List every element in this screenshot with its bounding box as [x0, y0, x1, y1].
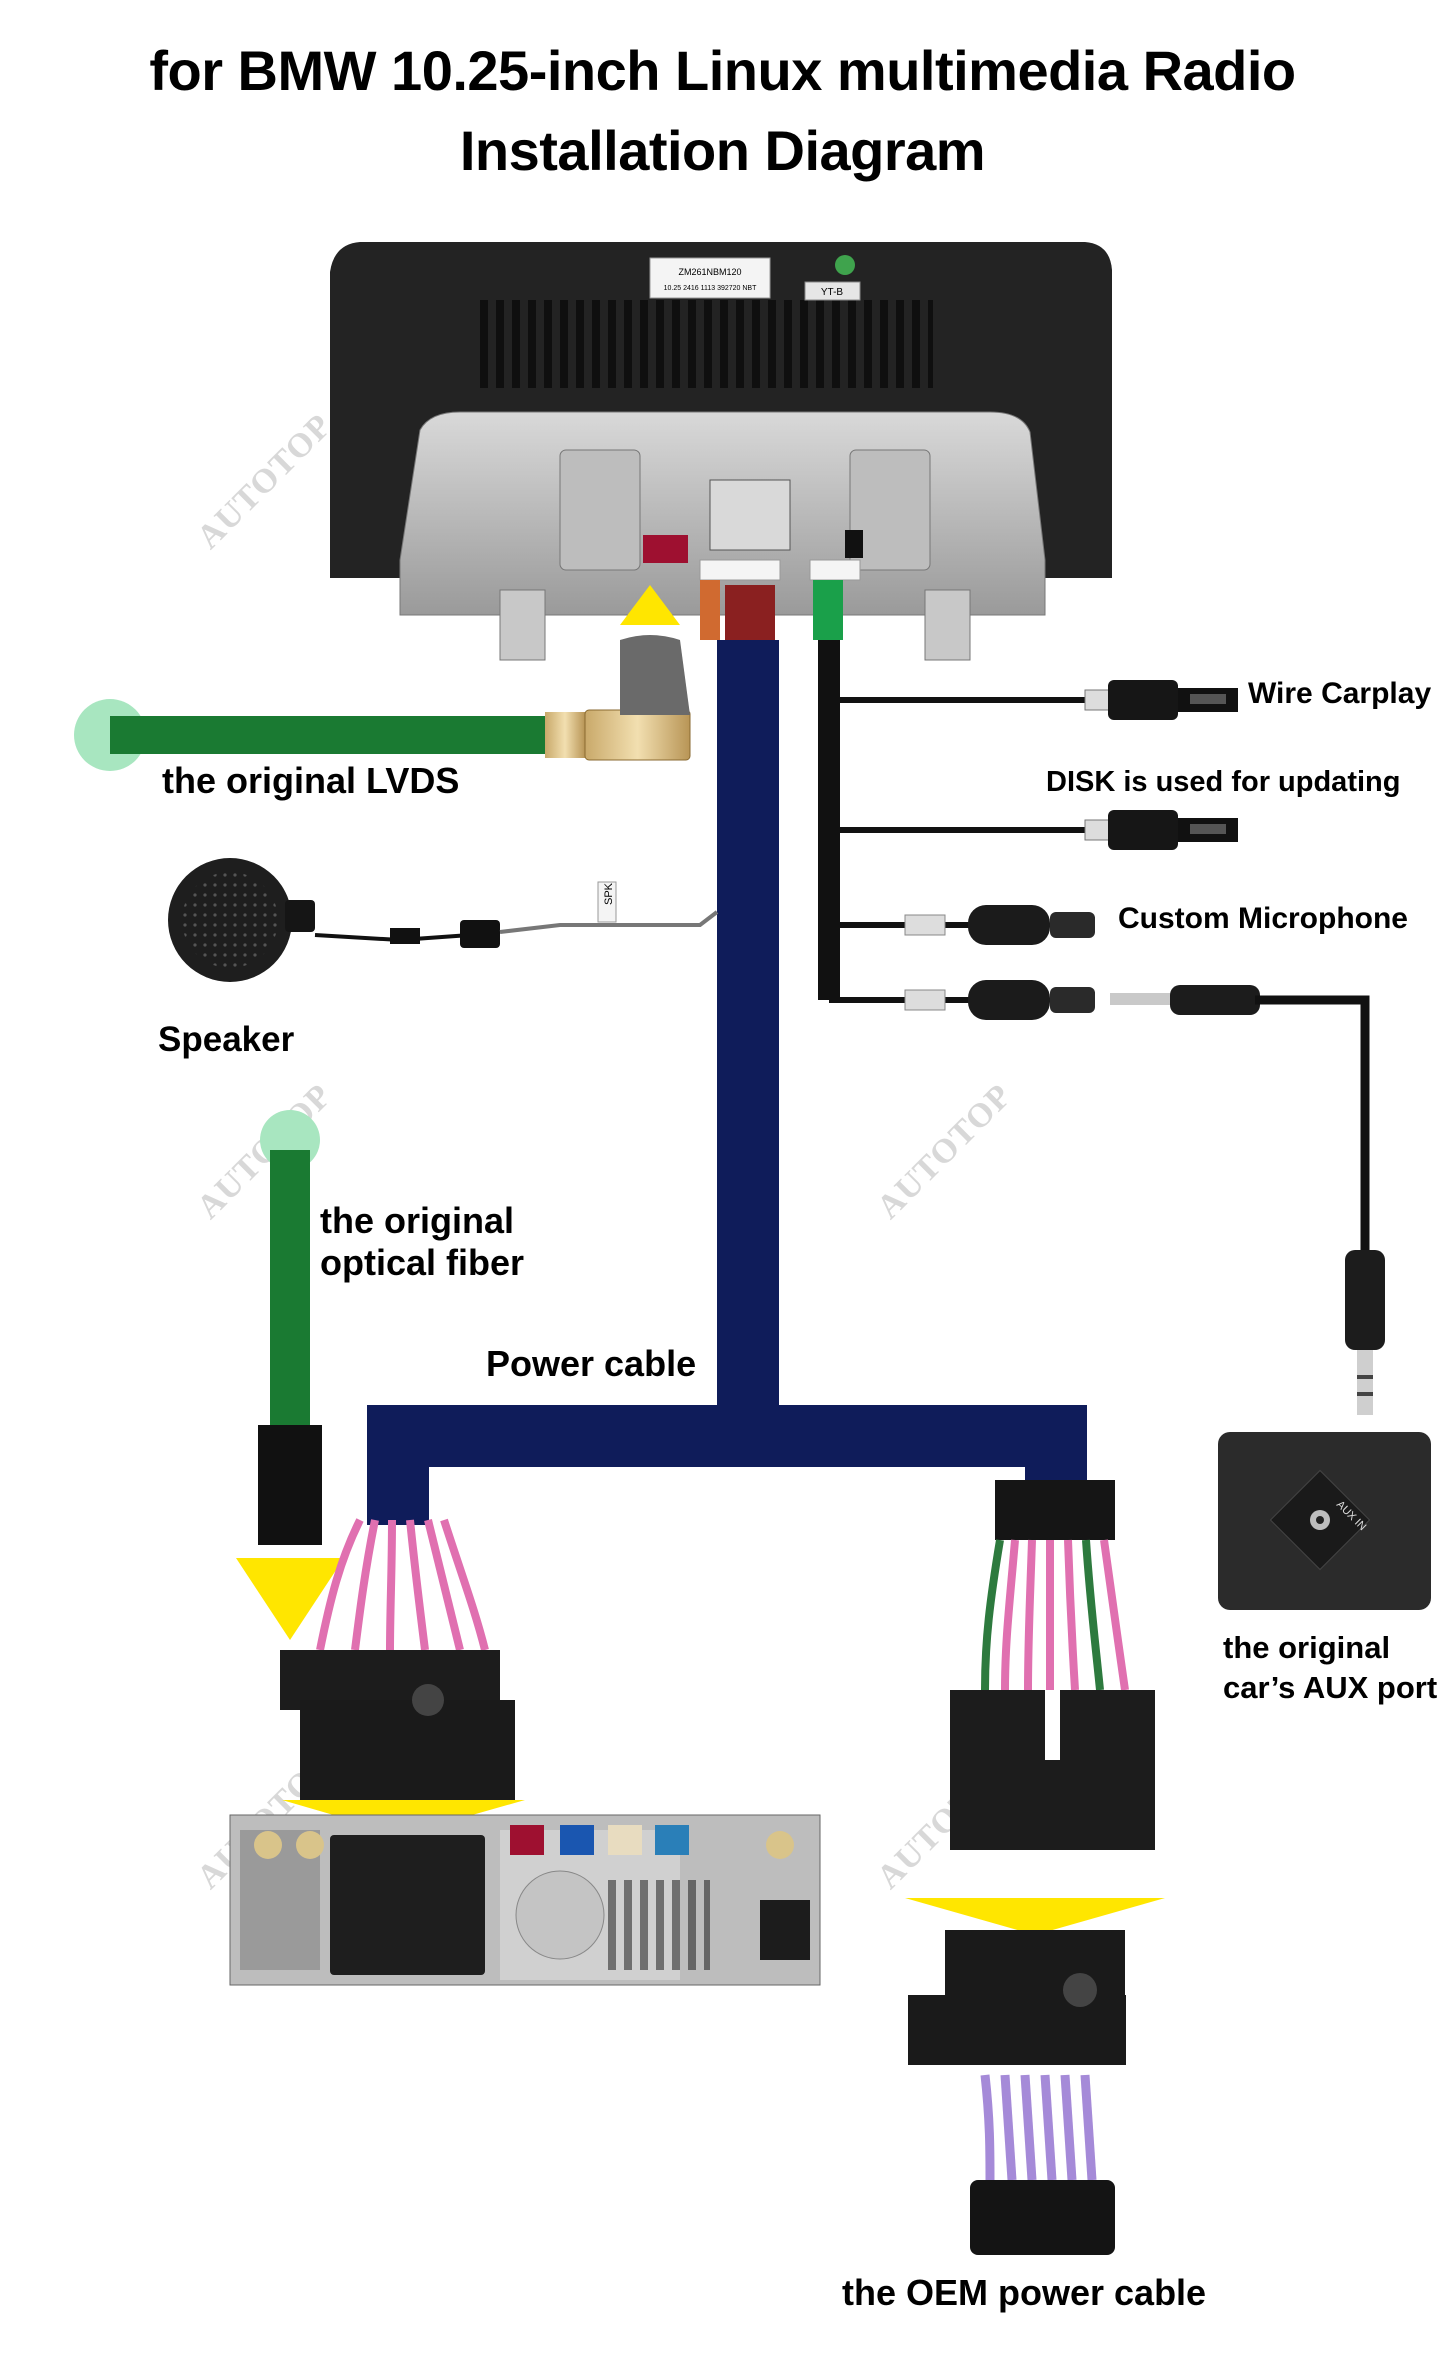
- sticker-serial: 10.25 2416 1113 392720 NBT: [664, 285, 757, 292]
- label-optical-fiber-line2: optical fiber: [320, 1242, 525, 1283]
- diagram-title-line2: Installation Diagram: [459, 119, 986, 182]
- arrow-down-icon: [236, 1558, 344, 1640]
- unit-badge: YT-B: [821, 287, 844, 298]
- head-unit: ZM261NBM120 10.25 2416 1113 392720 NBT Y…: [330, 242, 1112, 661]
- aux-port-photo: AUX IN: [1218, 1432, 1431, 1610]
- diagram-title-line1: for BMW 10.25-inch Linux multimedia Radi…: [149, 39, 1296, 102]
- lvds-cable: [74, 635, 691, 771]
- aux-plug-tip: [1110, 993, 1170, 1005]
- right-power-connector: [905, 1480, 1165, 2255]
- optical-fiber-cable: [236, 1110, 344, 1640]
- oem-cable-sleeve: [970, 2180, 1115, 2255]
- accessory-harness: [813, 580, 1090, 1003]
- product-sticker: [649, 257, 771, 299]
- label-optical-fiber-line1: the original: [320, 1200, 515, 1241]
- left-power-connector: [280, 1518, 515, 1800]
- label-aux-port-line1: the original: [1223, 1630, 1391, 1665]
- usb-carplay-connector: [1084, 680, 1238, 720]
- label-oem-power-cable: the OEM power cable: [842, 2272, 1207, 2313]
- label-aux-port-line2: car’s AUX port: [1223, 1670, 1438, 1705]
- speaker: SPK: [168, 858, 719, 982]
- arrow-up-icon: [620, 585, 680, 625]
- arrow-down-right-icon: [905, 1898, 1165, 1935]
- usb-disk-connector: [1084, 810, 1238, 850]
- label-disk-updating: DISK is used for updating: [1046, 766, 1401, 798]
- label-power-cable: Power cable: [486, 1343, 697, 1384]
- sticker-model: ZM261NBM120: [678, 267, 741, 277]
- aux-cable: [904, 980, 1385, 1415]
- original-radio-panel: [229, 1800, 821, 1986]
- microphone-jack: [904, 905, 1095, 945]
- label-wire-carplay: Wire Carplay: [1248, 677, 1432, 710]
- label-speaker: Speaker: [158, 1020, 295, 1059]
- label-original-lvds: the original LVDS: [162, 760, 460, 801]
- optical-fiber-connector: [258, 1425, 322, 1545]
- aux-plug-bottom: [1357, 1350, 1373, 1415]
- label-custom-microphone: Custom Microphone: [1118, 902, 1408, 935]
- spk-tag: SPK: [603, 882, 615, 905]
